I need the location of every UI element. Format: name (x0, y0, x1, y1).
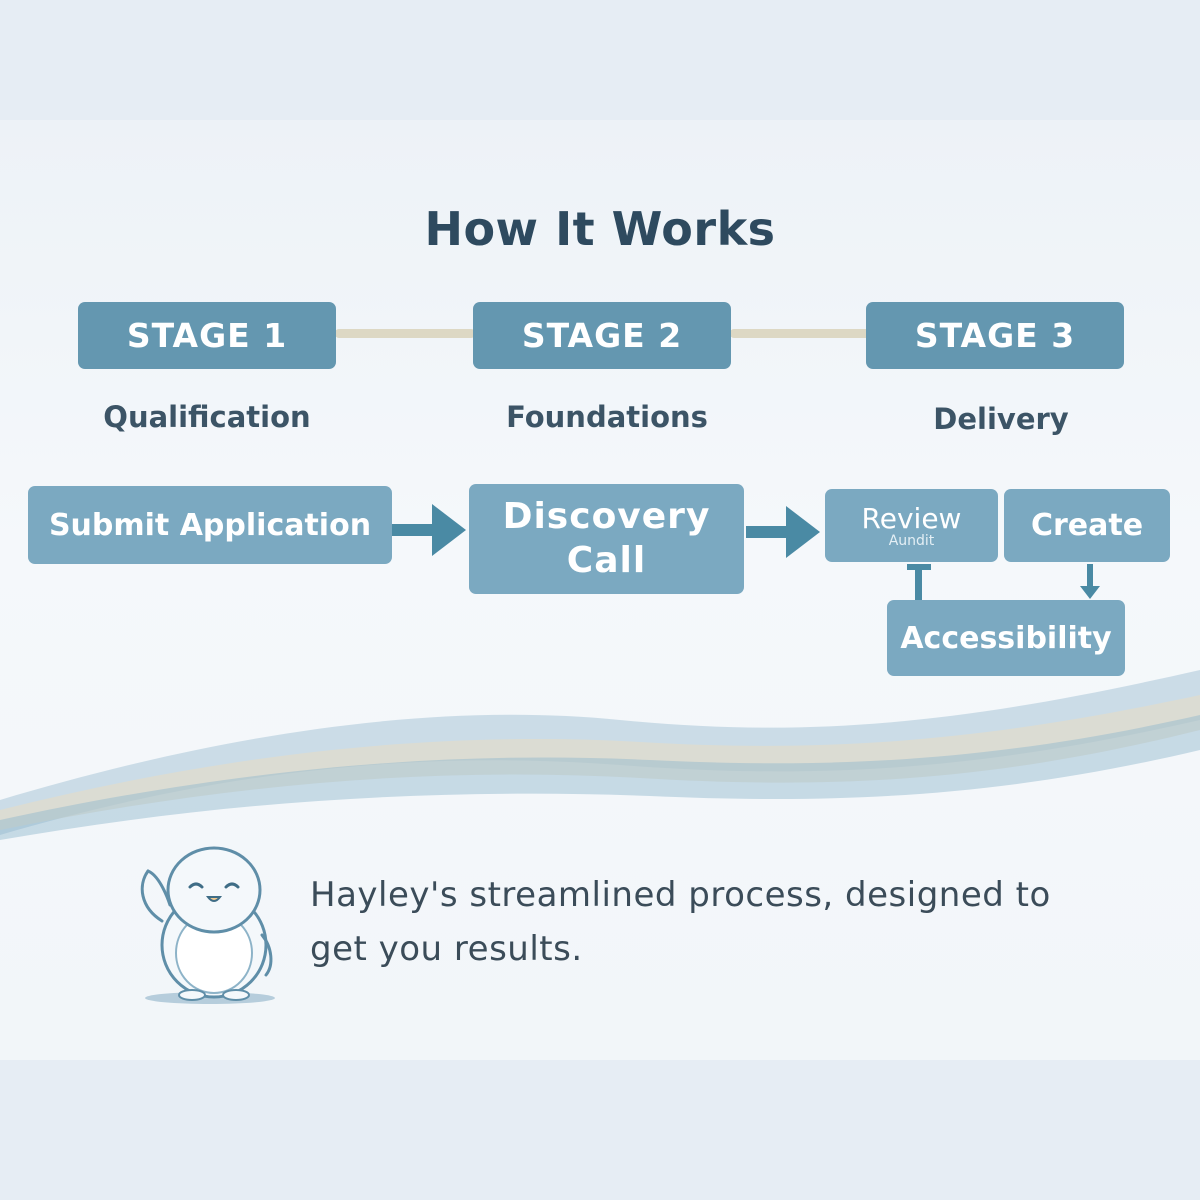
review-step: Review Aundit (825, 489, 998, 562)
stage-connector (335, 329, 475, 338)
page-title: How It Works (424, 202, 776, 256)
submit-application-label: Submit Application (48, 507, 372, 543)
stage-2-header: STAGE 2 (473, 302, 731, 369)
stage-1-name: Qualification (103, 400, 311, 434)
stage-3-name: Delivery (933, 402, 1069, 436)
caption-line-1: Hayley's streamlined process, designed t… (310, 875, 1051, 915)
stage-1-label: STAGE 1 (126, 316, 288, 355)
submit-application-step: Submit Application (28, 486, 392, 564)
penguin-mascot-icon (140, 846, 275, 1004)
content-panel: How It Works STAGE 1 STAGE 2 STAGE 3 Qua… (0, 120, 1200, 1060)
stage-3-header: STAGE 3 (866, 302, 1124, 369)
caption-line-2: get you results. (310, 929, 583, 969)
review-label: Review (861, 501, 962, 535)
discovery-call-step: Discovery Call (469, 484, 744, 594)
accessibility-label: Accessibility (900, 620, 1112, 656)
stage-connector (730, 329, 870, 338)
right-arrow-icon (746, 506, 820, 558)
discovery-call-label-line1: Discovery (502, 496, 711, 537)
stage-2-label: STAGE 2 (521, 316, 683, 355)
decorative-wave (0, 670, 1200, 840)
down-arrow-icon (1080, 564, 1100, 599)
stage-2-name: Foundations (506, 400, 708, 434)
stage-3-label: STAGE 3 (914, 316, 1076, 355)
caption: Hayley's streamlined process, designed t… (310, 868, 1110, 976)
accessibility-step: Accessibility (887, 600, 1125, 676)
create-step: Create (1004, 489, 1170, 562)
right-arrow-icon (392, 504, 466, 556)
review-sublabel: Aundit (888, 532, 935, 549)
discovery-call-label-line2: Call (566, 540, 647, 581)
create-label: Create (1030, 508, 1144, 543)
stage-1-header: STAGE 1 (78, 302, 336, 369)
review-connector (907, 564, 931, 600)
